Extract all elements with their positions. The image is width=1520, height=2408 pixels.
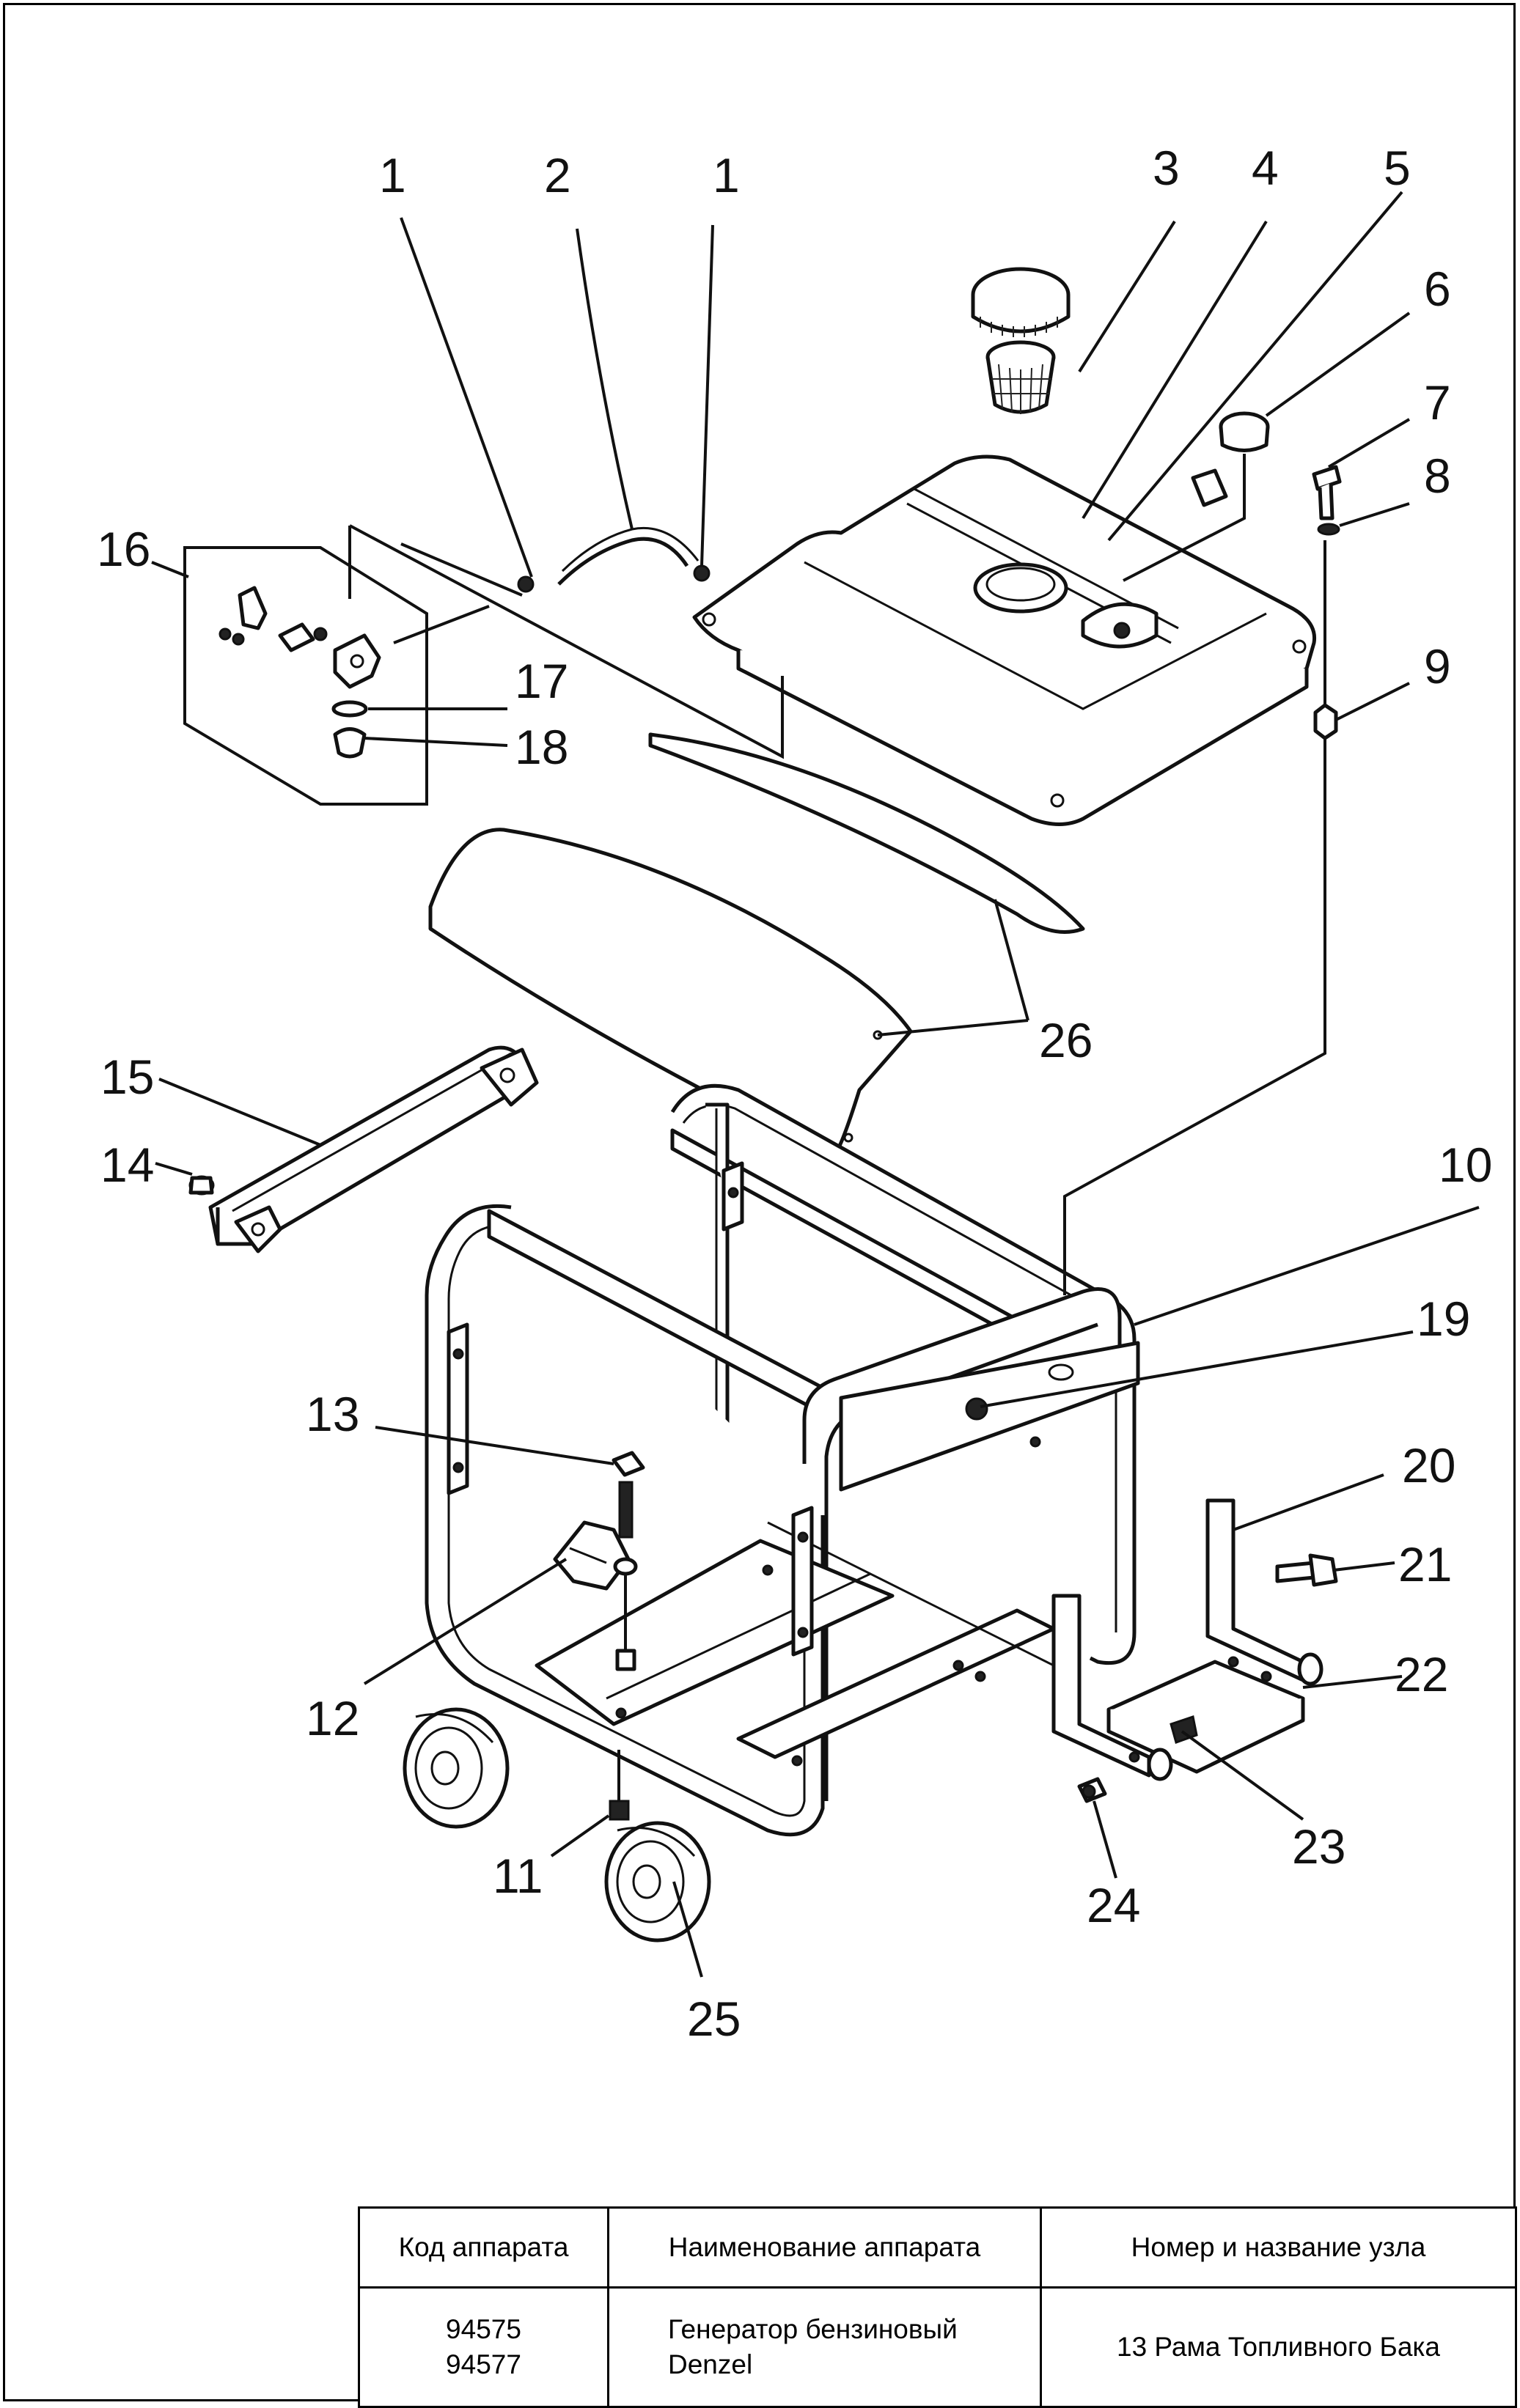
callout-8: 8 <box>1424 449 1451 503</box>
callout-7: 7 <box>1424 375 1451 430</box>
callout-numbers: 1 2 1 3 4 5 6 7 8 9 10 11 12 13 14 15 16… <box>97 141 1492 2046</box>
heat-shields <box>428 732 1085 1158</box>
callout-23: 23 <box>1292 1819 1345 1874</box>
callout-22: 22 <box>1395 1647 1448 1701</box>
callout-19: 19 <box>1417 1292 1470 1346</box>
callout-15: 15 <box>100 1050 154 1104</box>
callout-21: 21 <box>1398 1537 1452 1591</box>
exploded-parts-diagram: 1 2 1 3 4 5 6 7 8 9 10 11 12 13 14 15 16… <box>97 141 1492 2046</box>
callout-25: 25 <box>687 1992 741 2046</box>
vibration-mount <box>553 1451 645 1821</box>
fuel-hose-and-clamps <box>400 217 714 597</box>
callout-12: 12 <box>306 1691 359 1745</box>
callout-17: 17 <box>515 654 568 708</box>
callout-14: 14 <box>100 1138 154 1192</box>
callout-3: 3 <box>1153 141 1180 195</box>
fuel-cap <box>971 267 1071 337</box>
fuel-gauge <box>1123 411 1270 582</box>
carry-handle <box>208 1045 539 1253</box>
callout-18: 18 <box>515 720 568 774</box>
bolt-washer-nut <box>1312 465 1342 740</box>
title-block-table: Код аппарата Наименование аппарата Номер… <box>358 2206 1517 2408</box>
device-codes: 94575 94577 <box>358 2286 609 2408</box>
leader-lines <box>151 191 1480 1978</box>
callout-11: 11 <box>493 1849 543 1903</box>
fuel-tank <box>692 454 1317 826</box>
callout-24: 24 <box>1087 1878 1140 1932</box>
device-name: Генератор бензиновый Denzel <box>607 2286 1042 2408</box>
callout-5: 5 <box>1384 141 1411 195</box>
header-node-name: Номер и название узла <box>1040 2206 1517 2289</box>
header-device-code: Код аппарата <box>358 2206 609 2289</box>
callout-1-left: 1 <box>379 148 406 202</box>
header-device-name: Наименование аппарата <box>607 2206 1042 2289</box>
foot-bracket <box>1051 1498 1323 1781</box>
drawing-frame: 1 2 1 3 4 5 6 7 8 9 10 11 12 13 14 15 16… <box>3 3 1516 2401</box>
callout-13: 13 <box>306 1387 359 1441</box>
callout-6: 6 <box>1424 262 1451 316</box>
callout-16: 16 <box>97 522 150 576</box>
node-name: 13 Рама Топливного Бака <box>1040 2286 1517 2408</box>
callout-1-right: 1 <box>713 148 740 202</box>
fuel-strainer <box>985 340 1056 414</box>
callout-2: 2 <box>544 148 571 202</box>
callout-4: 4 <box>1252 141 1279 195</box>
handle-knob <box>188 1175 215 1196</box>
callout-9: 9 <box>1424 639 1451 693</box>
callout-20: 20 <box>1402 1438 1455 1492</box>
callout-26: 26 <box>1039 1013 1093 1067</box>
fuel-cock-assembly <box>183 524 784 806</box>
callout-10: 10 <box>1439 1138 1492 1192</box>
